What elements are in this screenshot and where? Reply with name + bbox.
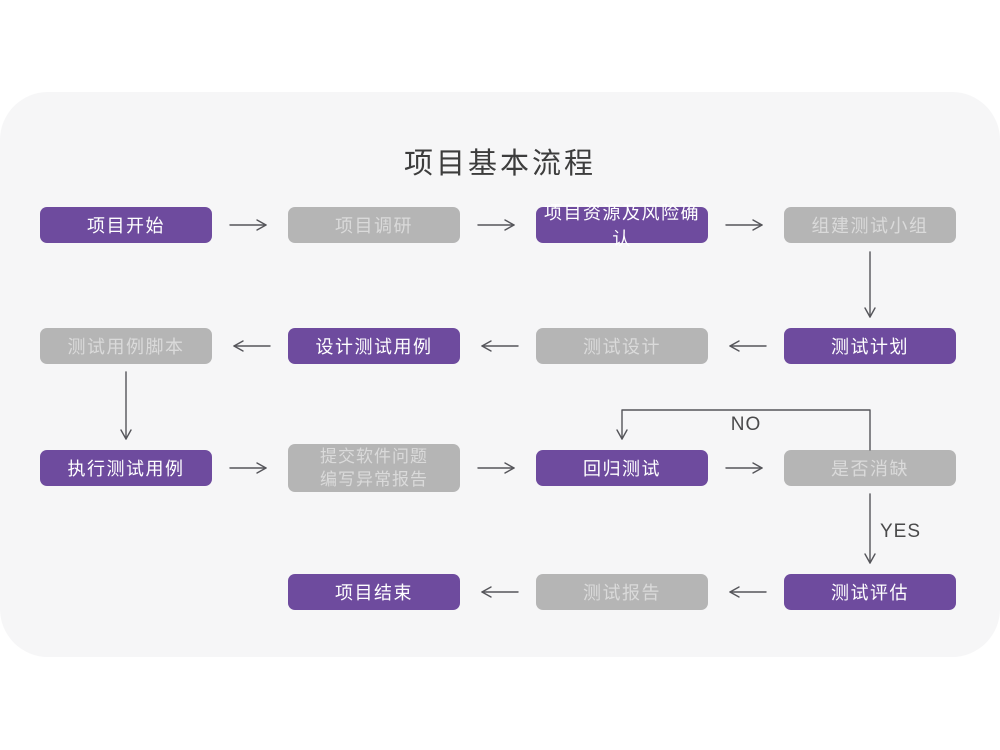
node-regression-test: 回归测试 (536, 450, 708, 486)
branch-label-yes: YES (880, 521, 922, 542)
branch-label-no: NO (730, 414, 762, 435)
node-test-report: 测试报告 (536, 574, 708, 610)
node-submit-issues-write-report: 提交软件问题 编写异常报告 (288, 444, 460, 492)
node-test-evaluation: 测试评估 (784, 574, 956, 610)
node-defect-cleared: 是否消缺 (784, 450, 956, 486)
node-project-research: 项目调研 (288, 207, 460, 243)
node-execute-test-cases: 执行测试用例 (40, 450, 212, 486)
node-build-test-team: 组建测试小组 (784, 207, 956, 243)
node-project-end: 项目结束 (288, 574, 460, 610)
panel-background (0, 92, 1000, 657)
node-project-resources-risk: 项目资源及风险确认 (536, 203, 708, 249)
node-test-plan: 测试计划 (784, 328, 956, 364)
node-design-test-cases: 设计测试用例 (288, 328, 460, 364)
node-project-start: 项目开始 (40, 207, 212, 243)
node-test-case-script: 测试用例脚本 (40, 328, 212, 364)
page-title: 项目基本流程 (403, 148, 596, 180)
node-test-design: 测试设计 (536, 328, 708, 364)
